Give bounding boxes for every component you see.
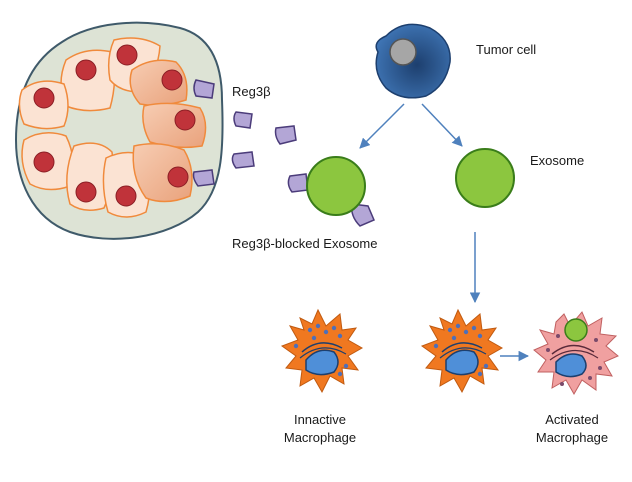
reg3b-proteins	[192, 79, 297, 187]
acinar-cell	[60, 49, 116, 112]
exosome-label: Exosome	[530, 153, 584, 168]
acinar-cell-dark	[142, 102, 207, 149]
macrophage-organelle	[551, 344, 595, 355]
reg3b-protein	[287, 173, 309, 193]
cell-nucleus	[33, 87, 55, 109]
cell-nucleus	[75, 181, 97, 203]
activating-macrophage	[420, 308, 504, 394]
tumor-cell-nucleus	[389, 38, 417, 66]
cell-nucleus	[75, 59, 97, 81]
reg3b-label: Reg3β	[232, 84, 271, 99]
macrophage-nucleus	[445, 349, 479, 376]
reg3b-protein	[231, 151, 255, 169]
cell-nucleus	[116, 44, 138, 66]
inactive-macrophage-label-line2: Macrophage	[284, 430, 356, 445]
macrophage-organelle	[441, 342, 483, 353]
macrophage-organelle	[439, 347, 487, 359]
macrophage-organelle	[549, 349, 599, 361]
inactive-macrophage-label-line1: Innactive	[294, 412, 346, 427]
reg3b-protein	[192, 169, 215, 187]
arrow-to-exosome	[421, 103, 463, 147]
islet-cluster	[14, 21, 224, 240]
blocked-exosome-vesicle	[306, 156, 366, 216]
macrophage-granules	[546, 334, 602, 386]
tumor-cell	[375, 23, 451, 99]
reg3b-protein	[274, 125, 297, 145]
macrophage-nucleus	[555, 353, 587, 378]
cell-nucleus	[167, 166, 189, 188]
macrophage-organelle	[301, 342, 343, 353]
macrophage-nucleus	[305, 349, 339, 376]
exosome-vesicle	[455, 148, 515, 208]
macrophage-organelle	[299, 347, 347, 359]
blocked-exosome	[287, 156, 375, 227]
cell-nucleus	[174, 109, 196, 131]
arrow-to-blocked-exosome	[359, 103, 405, 149]
cell-nucleus	[161, 69, 183, 91]
macrophage-body	[533, 311, 619, 396]
tumor-cell-label: Tumor cell	[476, 42, 536, 57]
activated-macrophage	[533, 311, 619, 396]
cell-nucleus	[115, 185, 137, 207]
macrophage-granules	[433, 323, 489, 377]
activated-macrophage-label-line1: Activated	[545, 412, 598, 427]
cell-nucleus	[33, 151, 55, 173]
blocked-exosome-label: Reg3β-blocked Exosome	[232, 236, 378, 251]
macrophage-granules	[293, 323, 349, 377]
inactive-macrophage	[280, 308, 364, 394]
internalized-exosome	[564, 318, 588, 342]
reg3b-protein	[233, 111, 253, 129]
reg3b-protein	[193, 79, 215, 99]
activated-macrophage-label-line2: Macrophage	[536, 430, 608, 445]
